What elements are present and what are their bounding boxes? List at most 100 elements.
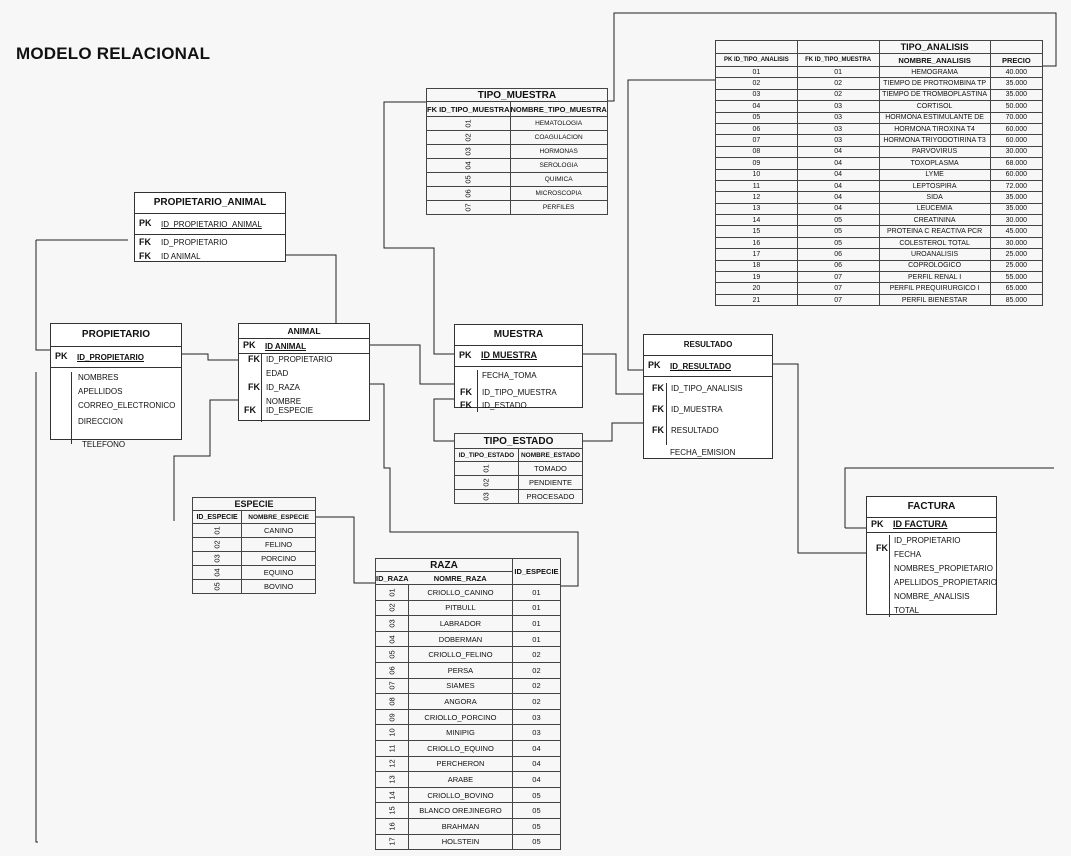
- table-cell: 12: [715, 191, 798, 204]
- id-cell-text: 02: [387, 603, 397, 613]
- entity-propietario-animal[interactable]: PROPIETARIO_ANIMAL PK ID_PROPIETARIO_ANI…: [134, 192, 286, 262]
- table-cell: HEMOGRAMA: [878, 65, 991, 79]
- entity-propietario[interactable]: PROPIETARIO PK ID_PROPIETARIO NOMBRES AP…: [50, 323, 182, 449]
- table-tipo-muestra[interactable]: TIPO_MUESTRA FK ID_TIPO_MUESTRA NOMBRE_T…: [426, 88, 608, 215]
- entity-factura[interactable]: FACTURA PK ID FACTURA FK ID_PROPIETARIO …: [866, 496, 997, 617]
- table-cell: SIAMES: [408, 677, 513, 695]
- entity-title: RESULTADO: [644, 335, 772, 356]
- table-cell: TOMADO: [518, 461, 583, 476]
- table-cell: LABRADOR: [408, 615, 513, 632]
- table-tipo-analisis[interactable]: TIPO_ANALISIS PK ID_TIPO_ANALISIS FK ID_…: [715, 40, 1044, 307]
- table-cell: 65.000: [989, 282, 1044, 295]
- table-cell: 08: [715, 145, 798, 159]
- table-cell: 01: [426, 116, 511, 131]
- table-cell: 14: [715, 214, 798, 227]
- entity-title: MUESTRA: [455, 325, 582, 346]
- table-cell: 01: [511, 615, 562, 632]
- table-cell: 01: [511, 630, 562, 648]
- field-label: APELLIDOS_PROPIETARIO: [894, 578, 997, 587]
- table-cell: 14: [374, 786, 410, 804]
- table-cell: 17: [715, 248, 798, 261]
- table-cell: 05: [374, 646, 410, 663]
- key-label: PK: [243, 340, 256, 350]
- table-cell: CREATININA: [878, 214, 991, 227]
- field-label: NOMBRE: [266, 397, 302, 406]
- table-cell: 70.000: [989, 111, 1044, 124]
- table-cell: 05: [511, 833, 562, 851]
- table-tipo-estado[interactable]: TIPO_ESTADO ID_TIPO_ESTADO NOMBRE_ESTADO…: [454, 433, 583, 504]
- table-title: TIPO_MUESTRA: [426, 88, 608, 102]
- field-label: RESULTADO: [671, 426, 719, 435]
- id-cell-text: 13: [387, 775, 397, 784]
- table-cell: HORMONA TIROXINA T4: [878, 122, 991, 136]
- table-cell: 02: [715, 77, 798, 90]
- table-cell: 30.000: [989, 145, 1044, 159]
- field-label: ID_TIPO_MUESTRA: [482, 388, 557, 397]
- table-cell: TOXOPLASMA: [878, 157, 991, 170]
- key-label: FK: [460, 387, 472, 397]
- table-cell: 01: [715, 65, 798, 79]
- column-header: NOMBRE_TIPO_MUESTRA: [509, 101, 608, 117]
- table-cell: CRIOLLO_PORCINO: [408, 708, 513, 726]
- id-cell-text: 07: [463, 203, 473, 212]
